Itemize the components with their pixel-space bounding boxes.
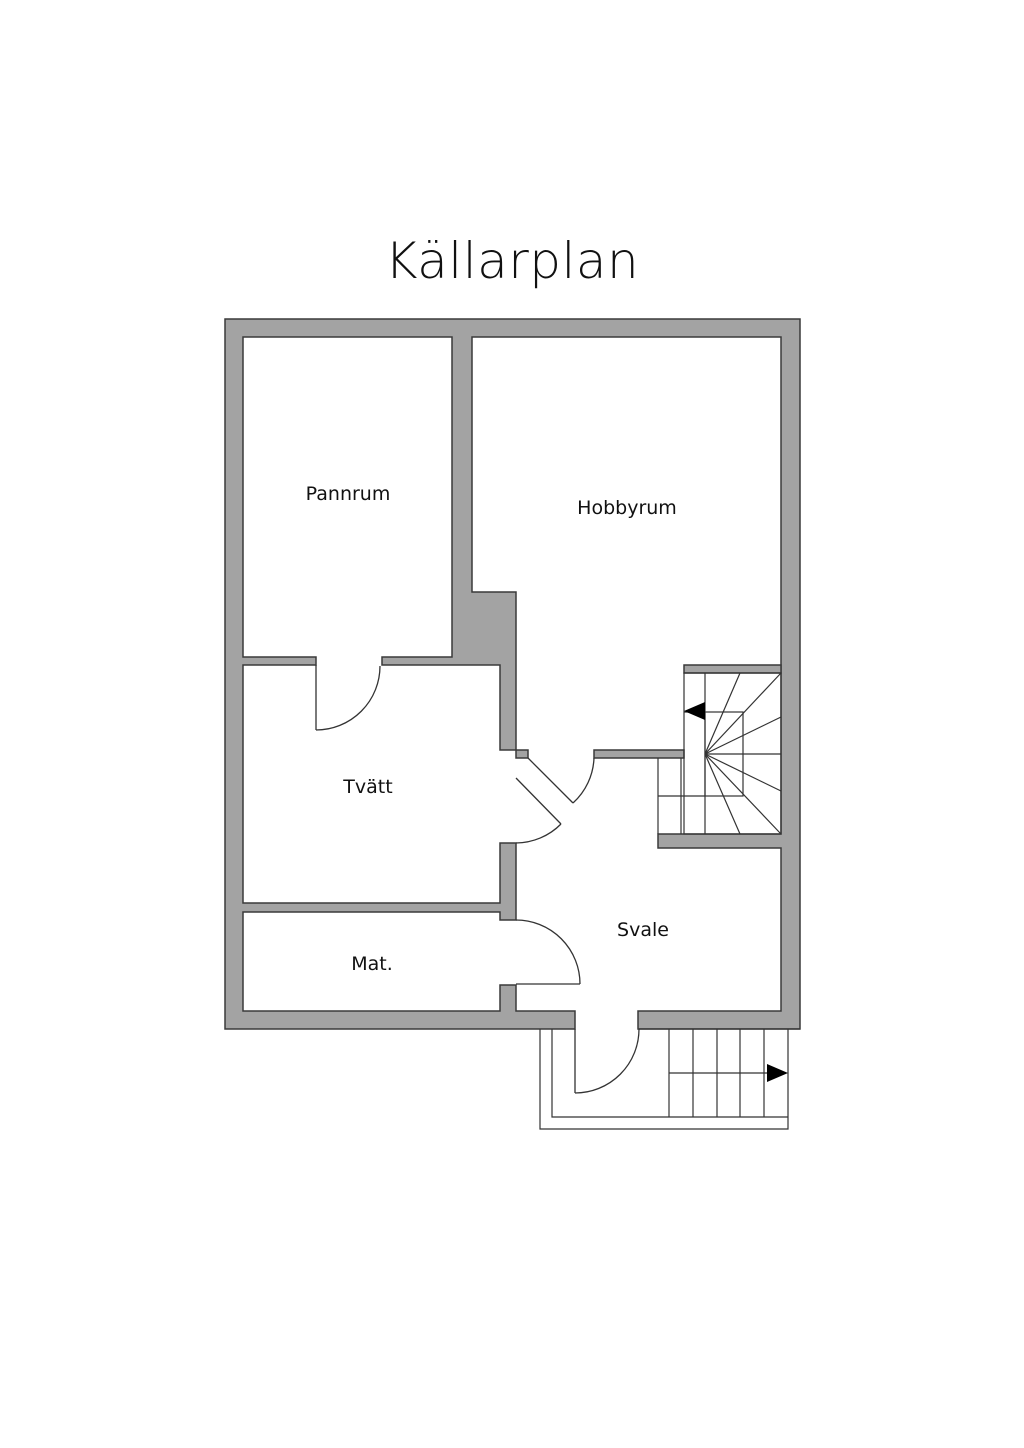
room-label-pannrum: Pannrum xyxy=(305,483,391,505)
external-staircase xyxy=(539,1028,800,1130)
door-tvatt xyxy=(515,777,562,844)
room-label-hobbyrum: Hobbyrum xyxy=(577,497,677,519)
door-entrance xyxy=(574,1028,640,1094)
partition-hobby-stair xyxy=(593,749,685,759)
room-label-tvatt: Tvätt xyxy=(343,776,393,798)
plan-title: Källarplan xyxy=(384,232,640,290)
room-label-svale: Svale xyxy=(617,919,669,941)
door-hobbyrum xyxy=(527,757,595,804)
room-label-mat: Mat. xyxy=(351,953,393,975)
outer-wall xyxy=(224,318,801,1030)
wall-stub xyxy=(515,749,529,759)
stair-arrow-out-icon xyxy=(767,1064,788,1082)
stair-arrow-up-icon xyxy=(684,702,705,720)
door-pannrum xyxy=(315,665,381,731)
door-mat xyxy=(515,919,581,985)
partition-stair-top xyxy=(683,664,782,674)
